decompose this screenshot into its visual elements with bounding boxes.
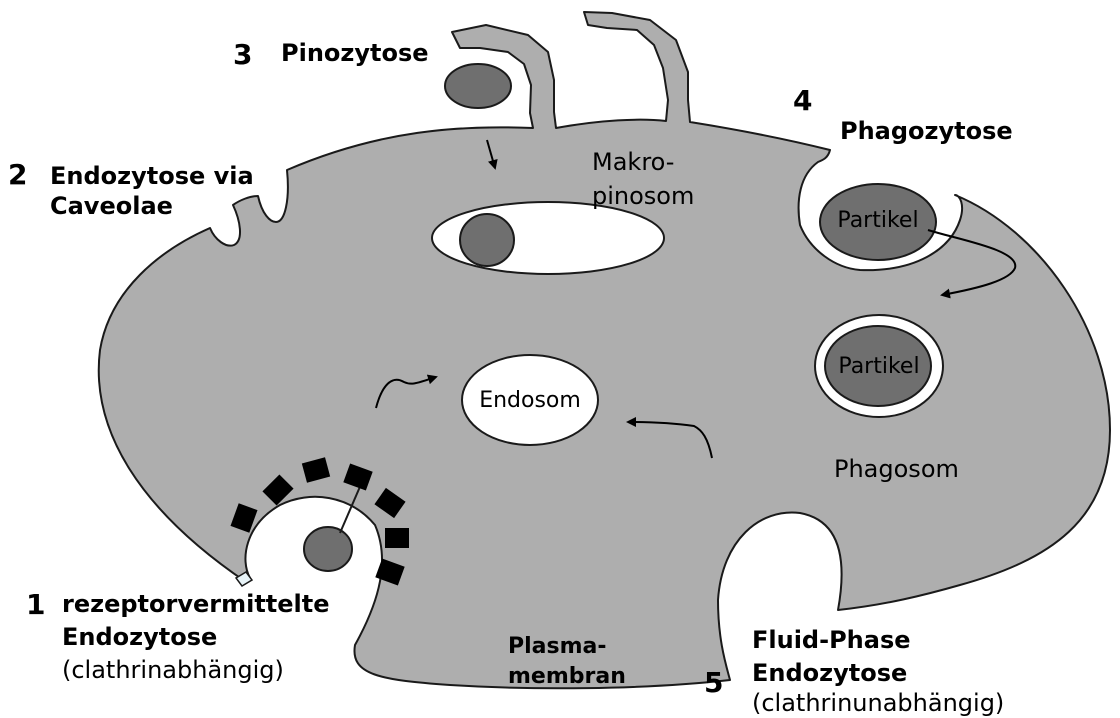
label-phagosom: Phagosom [834,454,959,484]
label-caveolae-line2: Caveolae [50,191,173,221]
label-makro-line1: Makro- [592,147,674,177]
label-fluid-line1: Fluid-Phase [752,625,911,655]
label-partikel-2: Partikel [826,352,932,382]
cell-body [99,12,1110,688]
clathrin-block [385,528,409,548]
label-fluid-line3: (clathrinunabhängig) [752,688,1004,718]
label-fluid-line2: Endozytose [752,658,907,688]
label-caveolae-line1: Endozytose via [50,161,254,191]
label-number-3: 3 [233,40,252,70]
label-number-4: 4 [793,86,812,116]
label-partikel-1: Partikel [820,206,936,236]
label-plasma-line2: membran [508,662,626,692]
label-number-5: 5 [704,668,723,698]
macropinosome-particle [460,214,514,266]
label-makro-line2: pinosom [592,181,694,211]
coated-pit-particle [304,527,352,571]
label-number-1: 1 [26,590,45,620]
label-rezeptor-line3: (clathrinabhängig) [62,655,284,685]
label-phagozytose: Phagozytose [840,116,1013,146]
label-plasma-line1: Plasma- [508,632,607,662]
label-rezeptor-line1: rezeptorvermittelte [62,589,330,619]
label-pinozytose: Pinozytose [281,38,429,68]
label-number-2: 2 [8,160,27,190]
label-endosom: Endosom [462,386,598,416]
pinocytosis-particle [445,64,511,108]
label-rezeptor-line2: Endozytose [62,622,217,652]
